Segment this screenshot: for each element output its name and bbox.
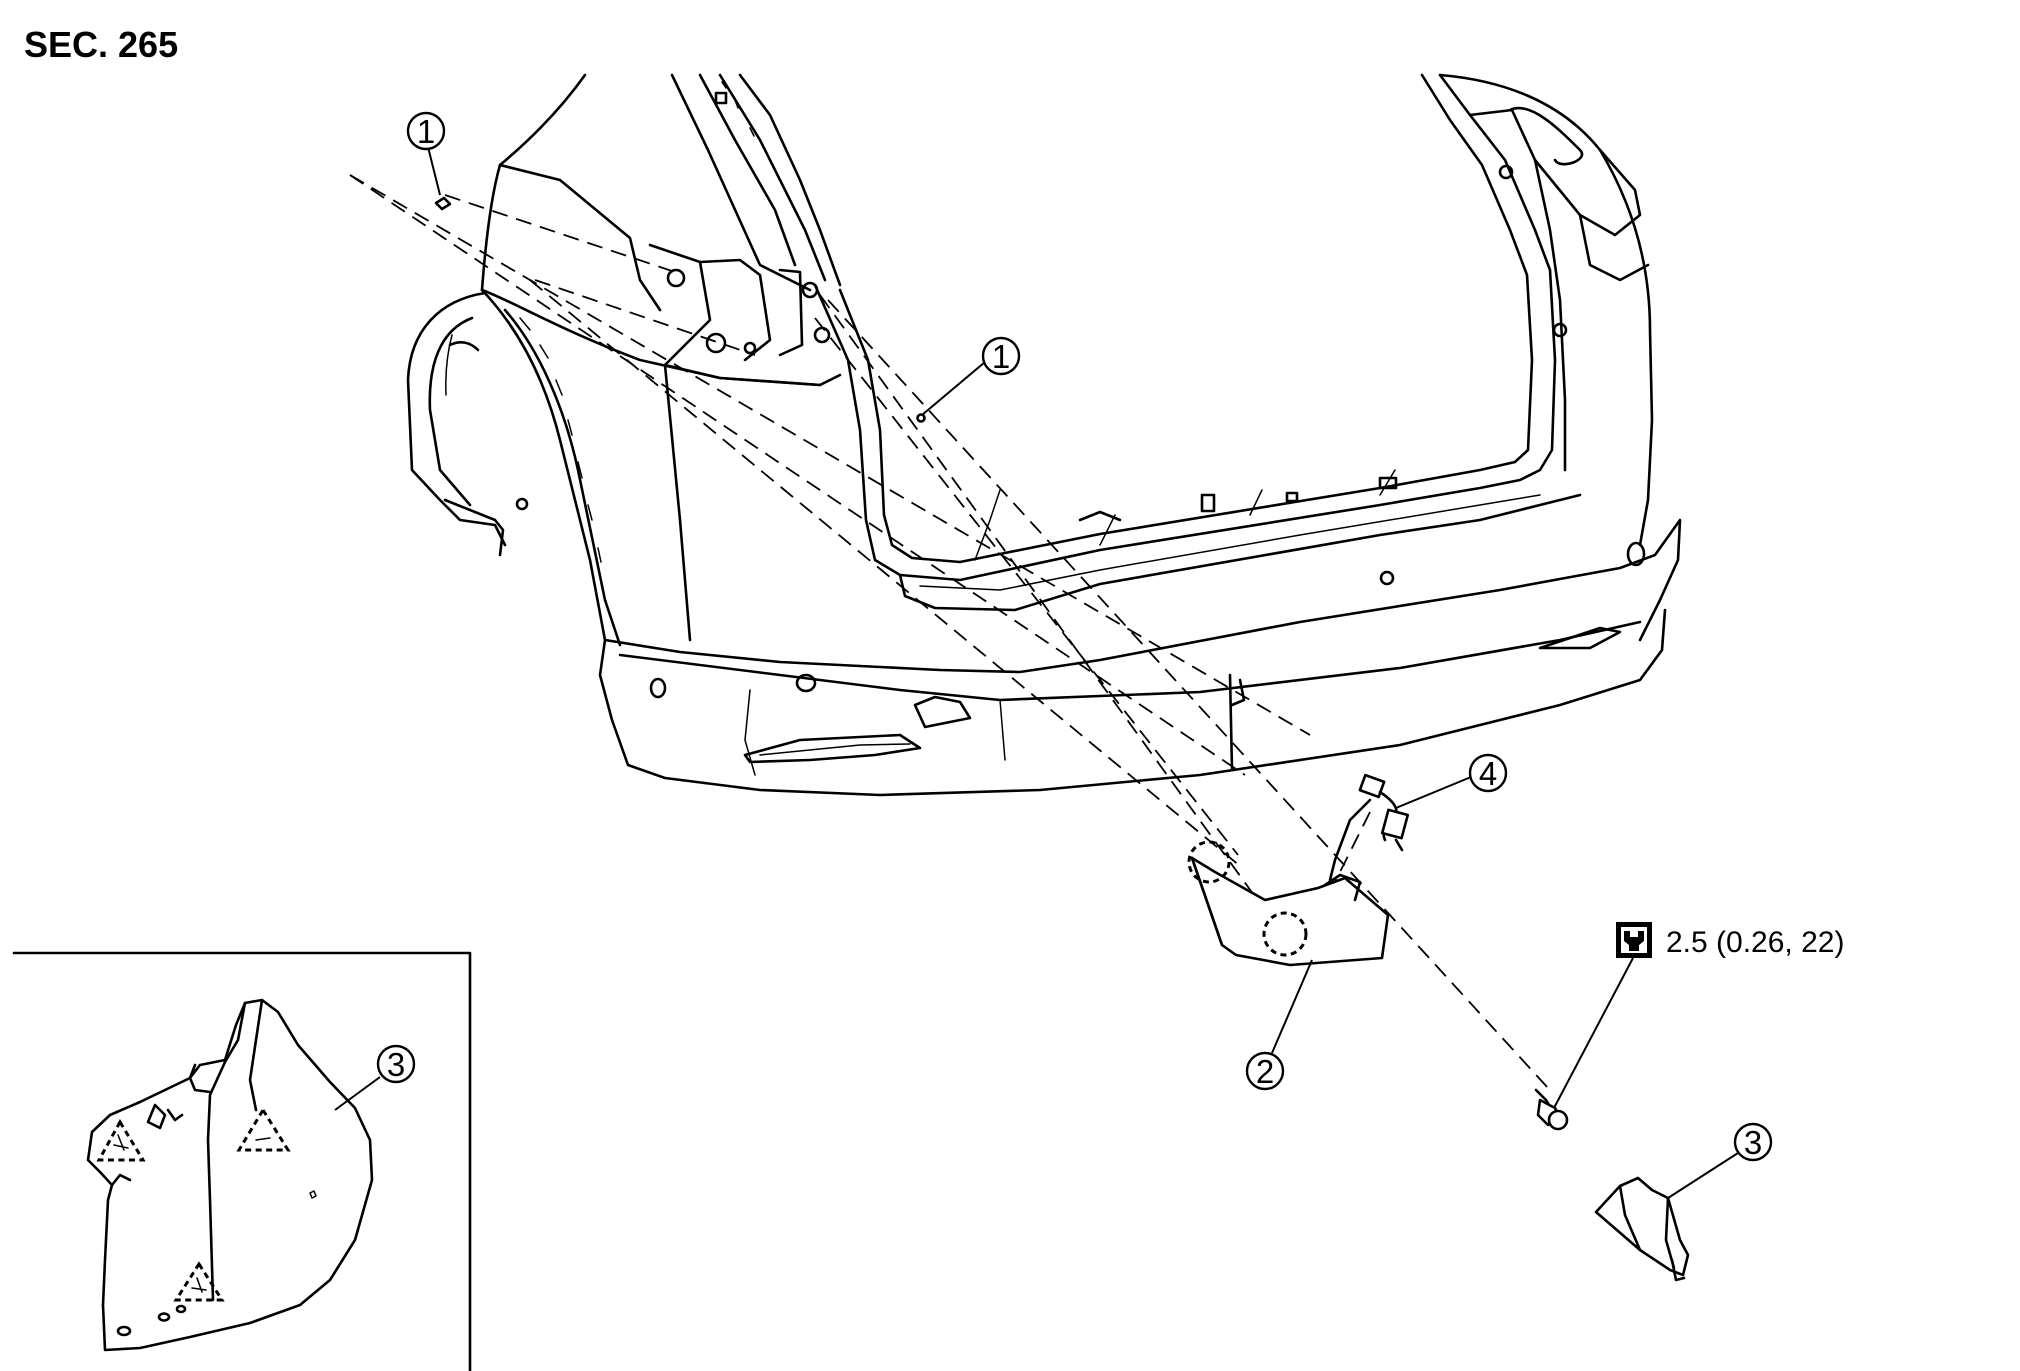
clip-location-triangle-icon <box>173 1261 225 1302</box>
assembly-lines <box>349 174 1549 1089</box>
torque-value: 2.5 (0.26, 22) <box>1666 926 1844 959</box>
wheel-arch-liner <box>406 291 529 557</box>
quarter-panel <box>480 73 822 647</box>
fender-protector-extension <box>1594 1176 1690 1282</box>
detail-part-3 <box>86 998 374 1352</box>
svg-text:3: 3 <box>387 1046 405 1083</box>
torque-wrench-icon <box>1616 922 1652 958</box>
sensor-harness-connector <box>1328 773 1410 882</box>
right-body-side <box>1438 73 1654 547</box>
callout-2: 2 <box>1245 959 1313 1091</box>
svg-text:1: 1 <box>417 113 435 150</box>
callout-1-right: 1 <box>921 336 1021 416</box>
svg-text:2: 2 <box>1256 1053 1274 1090</box>
svg-text:4: 4 <box>1479 755 1497 792</box>
callout-1-top: 1 <box>406 111 446 196</box>
d-pillar <box>648 73 842 387</box>
vehicle-rear-body <box>406 73 1682 797</box>
bolt-icon <box>1534 1088 1569 1131</box>
torque-spec: 2.5 (0.26, 22) <box>1553 922 1844 1109</box>
clip-location-triangle-icon <box>236 1107 291 1152</box>
svg-text:1: 1 <box>992 338 1010 375</box>
callout-3-detail: 3 <box>334 1044 416 1111</box>
callout-3: 3 <box>1667 1122 1773 1199</box>
bumper-side-bracket <box>1187 840 1390 967</box>
liftgate-opening <box>813 73 1582 612</box>
clip-icon <box>434 196 926 423</box>
clip-location-triangle-icon <box>96 1119 146 1162</box>
detail-inset <box>12 951 472 1371</box>
svg-text:3: 3 <box>1744 1124 1762 1161</box>
rear-bumper <box>598 518 1682 797</box>
section-label: SEC. 265 <box>24 24 178 65</box>
callout-4: 4 <box>1395 753 1508 809</box>
